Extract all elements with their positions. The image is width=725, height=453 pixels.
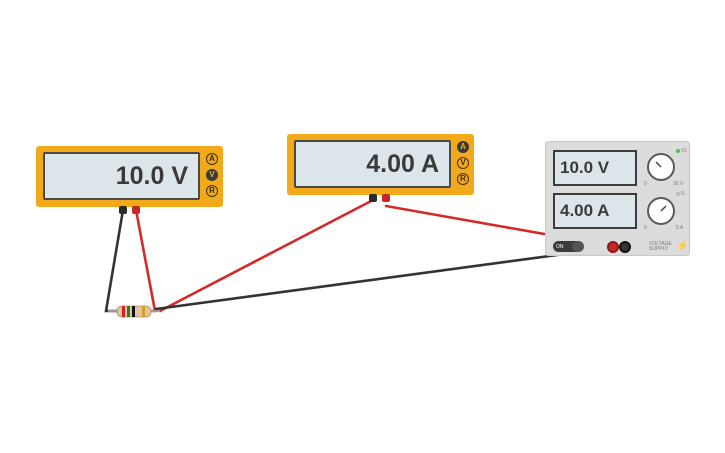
psu-switch-knob	[572, 241, 584, 252]
psu-negative-terminal[interactable]	[619, 241, 631, 253]
psu-current-reading: 4.00 A	[560, 201, 610, 220]
psu-current-display: 4.00 A	[553, 193, 637, 229]
psu-current-led	[676, 192, 680, 196]
voltmeter-negative-terminal[interactable]	[119, 206, 127, 214]
psu-current-max-label: 5 A	[676, 225, 684, 231]
psu-voltage-min-label: 0	[644, 181, 647, 187]
psu-voltage-led-label: V1	[681, 148, 688, 154]
wire-voltmeter-red[interactable]	[134, 208, 157, 313]
resistor[interactable]	[104, 302, 164, 322]
ammeter-reading: 4.00 A	[366, 149, 439, 178]
ammeter-negative-terminal[interactable]	[369, 194, 377, 202]
psu-voltage-led	[676, 149, 680, 153]
wire-voltmeter-black[interactable]	[104, 208, 125, 313]
psu-positive-terminal[interactable]	[607, 241, 619, 253]
voltmeter-reading: 10.0 V	[115, 161, 188, 190]
psu-voltage-display: 10.0 V	[553, 150, 637, 186]
psu-brand-label: VOLTAGE SUPPLY	[649, 241, 672, 252]
psu-current-led-label: I1	[681, 191, 686, 197]
psu-current-min-label: 0	[644, 225, 647, 231]
bolt-icon: ⚡	[676, 241, 689, 252]
voltmeter-mode-v[interactable]: V	[206, 169, 218, 181]
psu-on-label: ON	[556, 243, 564, 250]
wire-supply-black[interactable]	[154, 244, 626, 311]
voltmeter-mode-r[interactable]: R	[206, 185, 218, 197]
psu-voltage-max-label: 30 V	[673, 181, 684, 187]
psu-current-knob[interactable]	[647, 197, 675, 225]
ammeter-mode-v[interactable]: V	[457, 157, 469, 169]
voltmeter[interactable]: 10.0 V A V R	[36, 146, 223, 207]
ammeter-positive-terminal[interactable]	[382, 194, 390, 202]
voltmeter-mode-a[interactable]: A	[206, 153, 218, 165]
ammeter-mode-r[interactable]: R	[457, 173, 469, 185]
psu-voltage-knob[interactable]	[647, 153, 675, 181]
voltmeter-positive-terminal[interactable]	[132, 206, 140, 214]
ammeter-mode-a[interactable]: A	[457, 141, 469, 153]
wire-ammeter-black[interactable]	[158, 198, 375, 313]
psu-power-switch[interactable]: ON	[553, 241, 584, 252]
voltmeter-display: 10.0 V	[43, 152, 200, 200]
ammeter-display: 4.00 A	[294, 140, 451, 188]
psu-voltage-reading: 10.0 V	[560, 158, 610, 177]
power-supply[interactable]: 10.0 V 4.00 A V1 0 30 V I1 0 5 A ON VOLT…	[545, 141, 690, 256]
ammeter[interactable]: 4.00 A A V R	[287, 134, 474, 195]
